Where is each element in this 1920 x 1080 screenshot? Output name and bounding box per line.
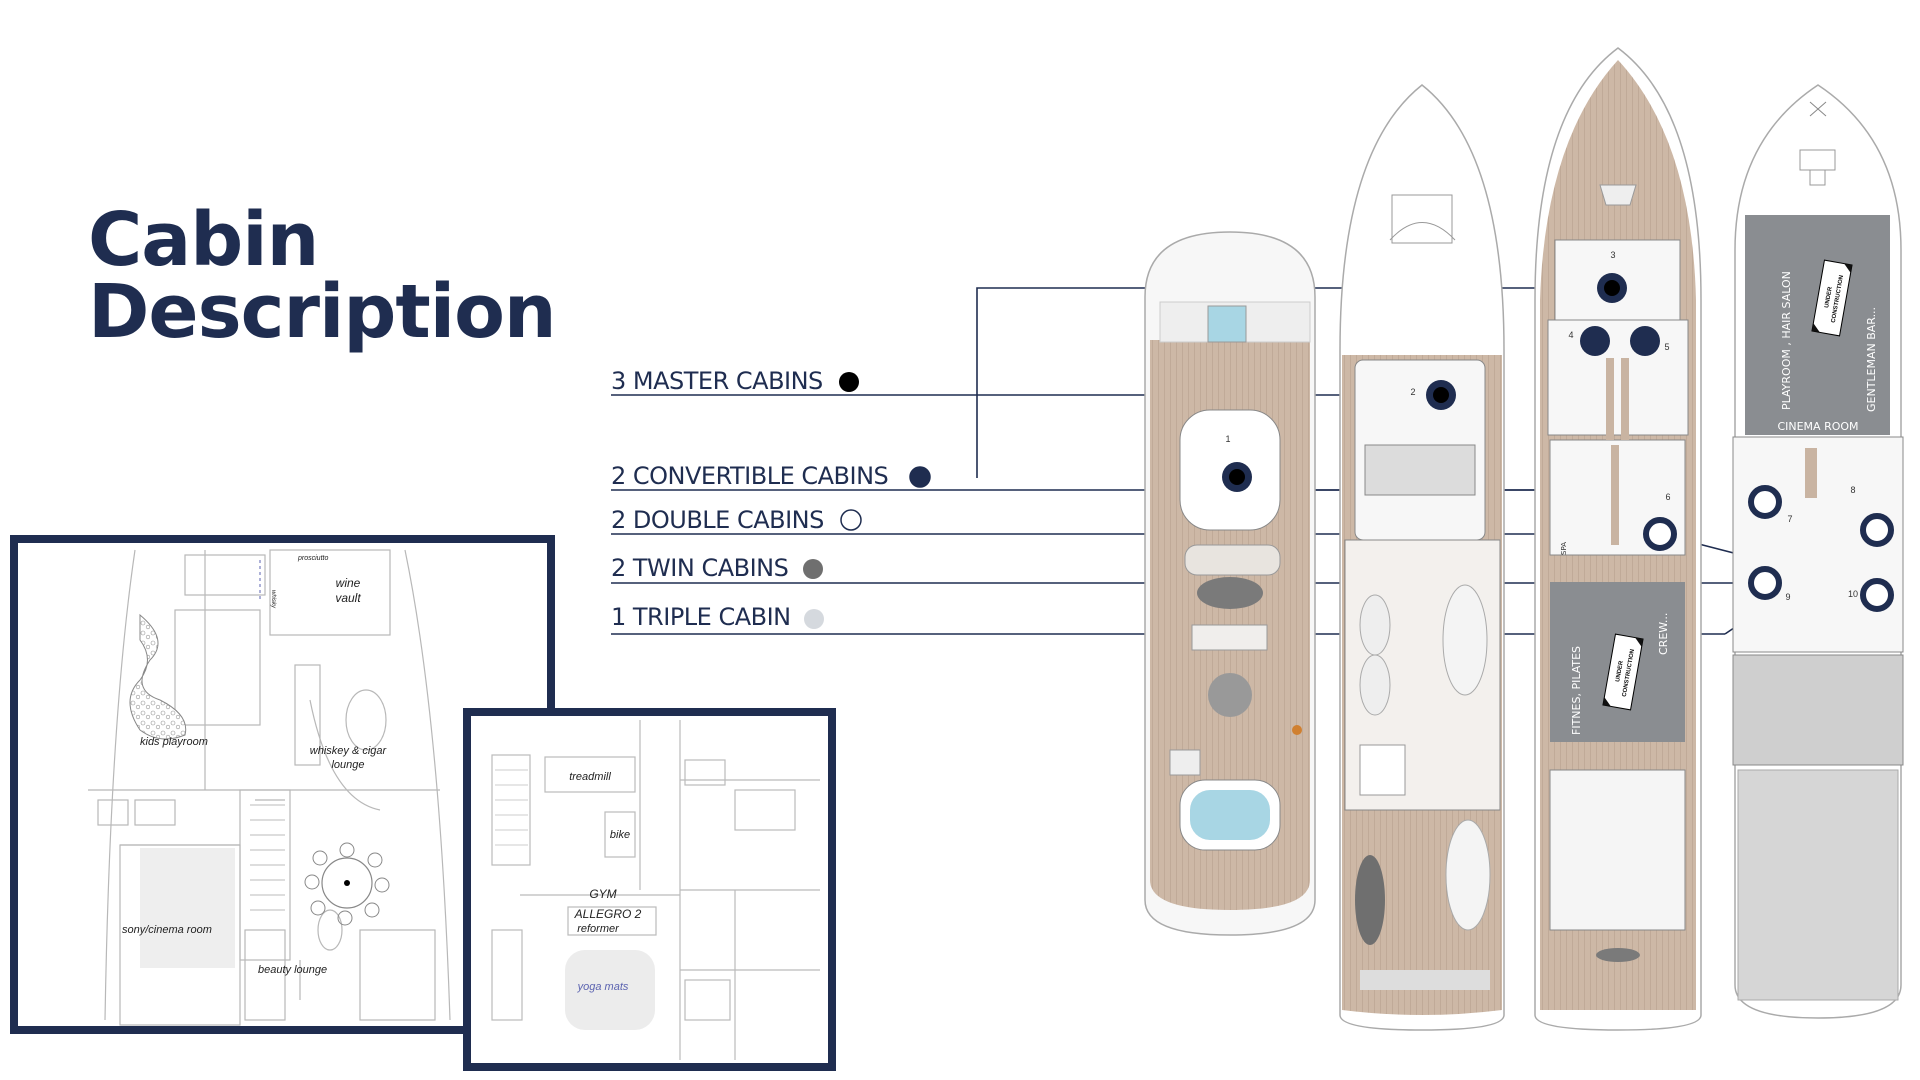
label-fitness-pilates: FITNES, PILATES <box>1570 646 1583 735</box>
cabin-number-1: 1 <box>1225 434 1230 444</box>
label-reformer: reformer <box>577 923 620 935</box>
inset-gym-deck: treadmill bike GYM ALLEGRO 2 reformer yo… <box>463 708 836 1071</box>
label-spa: SPA <box>1560 542 1568 555</box>
cabin-number-8: 8 <box>1850 485 1855 495</box>
uc-sign-1-line-1: UNDER <box>1824 286 1834 309</box>
cabin-number-9: 9 <box>1785 592 1790 602</box>
deck-sun <box>1144 231 1316 936</box>
label-gentleman-bar: GENTLEMAN BAR... <box>1865 307 1878 412</box>
legend-master-cabins: 3 MASTER CABINS <box>611 367 823 395</box>
cabin-number-4: 4 <box>1568 330 1573 340</box>
marker-cabin-4 <box>1580 326 1610 356</box>
title-line-2: Description <box>88 269 557 355</box>
legend-triple-cabin: 1 TRIPLE CABIN <box>611 603 791 631</box>
label-wine: wine <box>336 576 361 590</box>
label-yoga-mats: yoga mats <box>577 981 629 993</box>
legend-double-cabins: 2 DOUBLE CABINS <box>611 506 824 534</box>
label-kids-playroom: kids playroom <box>140 736 208 748</box>
legend-marker-double <box>840 509 862 531</box>
page-title: Cabin Description <box>88 197 557 355</box>
cabin-markers <box>1222 273 1894 612</box>
label-playroom-hair-salon: PLAYROOM , HAIR SALON <box>1780 271 1793 410</box>
marker-cabin-10 <box>1860 578 1894 612</box>
deck-lower <box>1732 84 1904 1019</box>
legend-marker-triple <box>804 609 824 629</box>
marker-cabin-8 <box>1860 513 1894 547</box>
legend-marker-master <box>839 372 859 392</box>
deck-main <box>1534 47 1702 1031</box>
label-allegro: ALLEGRO 2 <box>574 907 642 921</box>
marker-cabin-7 <box>1748 485 1782 519</box>
label-bike: bike <box>610 829 630 841</box>
label-vault: vault <box>335 591 361 605</box>
legend-convertible-cabins: 2 CONVERTIBLE CABINS <box>611 462 889 490</box>
label-cinema-room-deck: CINEMA ROOM <box>1777 420 1858 433</box>
label-treadmill: treadmill <box>569 771 611 783</box>
title-line-1: Cabin <box>88 197 319 283</box>
legend-twin-cabins: 2 TWIN CABINS <box>611 554 789 582</box>
label-lounge: lounge <box>331 759 364 771</box>
deck-bridge <box>1339 84 1505 1031</box>
cabin-number-6: 6 <box>1665 492 1670 502</box>
marker-cabin-5 <box>1630 326 1660 356</box>
label-crew: CREW... <box>1657 613 1670 655</box>
cabin-number-7: 7 <box>1787 514 1792 524</box>
label-beauty-lounge: beauty lounge <box>258 964 327 976</box>
under-construction-sign-1: UNDER CONSTRUCTION <box>1811 259 1853 337</box>
marker-cabin-9 <box>1748 566 1782 600</box>
cabin-number-2: 2 <box>1410 387 1415 397</box>
legend-markers <box>803 372 931 629</box>
label-gym: GYM <box>589 887 616 901</box>
cabin-number-5: 5 <box>1664 342 1669 352</box>
inset-whiskey-deck: prosciutto whisky wine vault kids playro… <box>10 535 555 1034</box>
under-construction-sign-2: UNDER CONSTRUCTION <box>1602 633 1644 711</box>
label-whiskey-cigar: whiskey & cigar <box>310 745 388 757</box>
marker-cabin-6 <box>1643 517 1677 551</box>
cabin-number-3: 3 <box>1610 250 1615 260</box>
uc-sign-2-line-1: UNDER <box>1615 660 1625 683</box>
legend-marker-convertible <box>909 466 931 488</box>
cabin-number-10: 10 <box>1848 589 1858 599</box>
label-cinema-room: sony/cinema room <box>122 924 212 936</box>
legend-marker-twin <box>803 559 823 579</box>
label-whisky: whisky <box>270 590 276 609</box>
label-prosciutto: prosciutto <box>297 555 328 562</box>
